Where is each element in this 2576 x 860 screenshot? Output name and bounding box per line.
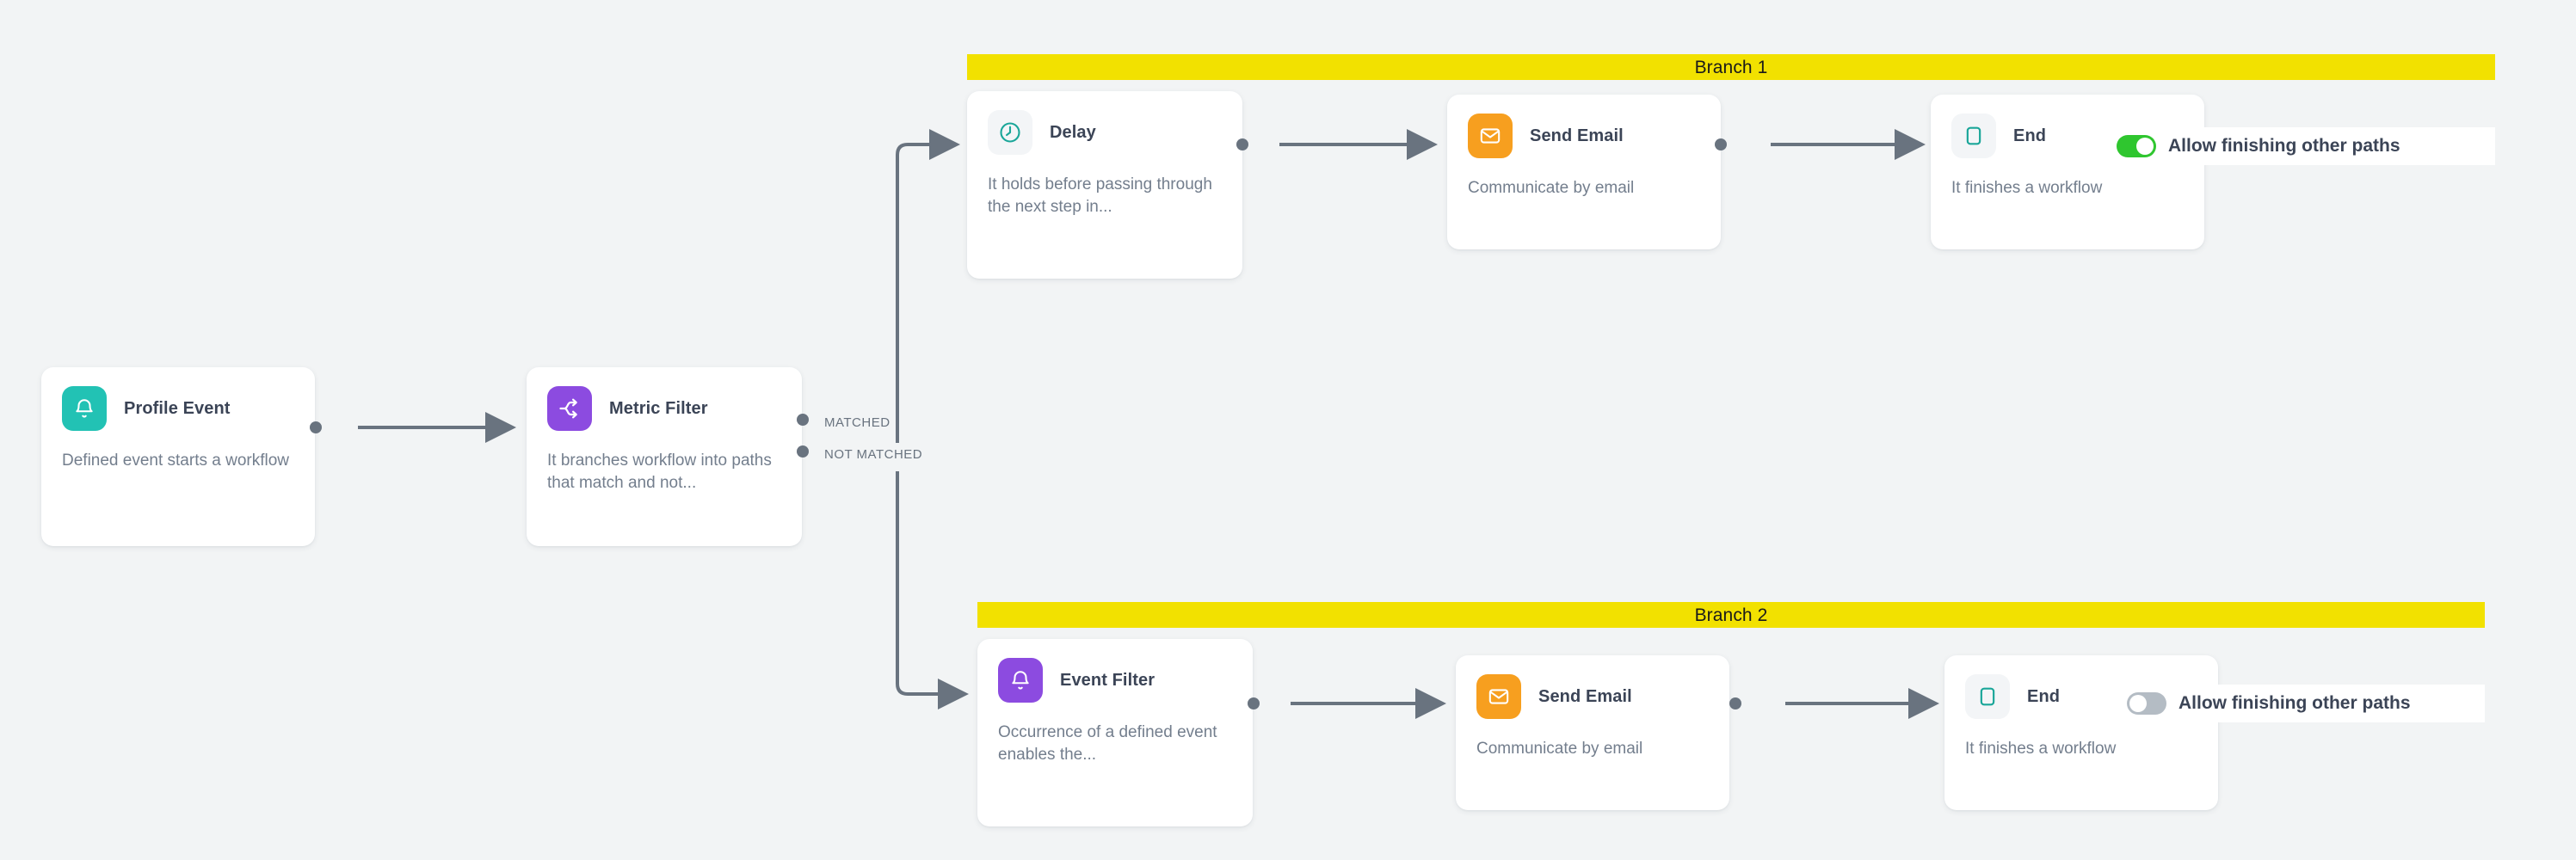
node-title: Event Filter [1060, 670, 1156, 690]
node-header: Event Filter [998, 658, 1232, 703]
allow-finishing-label-1: Allow finishing other paths [2168, 136, 2400, 156]
node-title: Metric Filter [609, 398, 708, 418]
node-header: Send Email [1468, 114, 1700, 158]
node-title: Send Email [1530, 126, 1624, 145]
allow-finishing-toggle-2[interactable] [2127, 692, 2166, 715]
node-description: It finishes a workflow [1951, 179, 2103, 197]
node-header: End [1965, 674, 2197, 719]
node-header: Delay [988, 110, 1222, 155]
port-send-email-2-out[interactable] [1729, 697, 1741, 710]
branch-banner-1: Branch 1 [967, 54, 2495, 80]
envelope-icon [1476, 674, 1521, 719]
port-delay-out[interactable] [1236, 138, 1248, 150]
allow-finishing-toggle-1[interactable] [2117, 135, 2156, 157]
toggle-knob [2129, 695, 2147, 712]
node-description: Occurrence of a defined event enables th… [998, 723, 1217, 764]
branch-split-icon [547, 386, 592, 431]
node-description: Communicate by email [1476, 740, 1643, 758]
toggle-knob [2136, 138, 2154, 155]
node-send-email-1[interactable]: Send Email Communicate by email [1447, 95, 1721, 249]
bell-icon [998, 658, 1043, 703]
node-title: Send Email [1538, 686, 1632, 706]
node-title: Profile Event [124, 398, 231, 418]
node-header: End [1951, 114, 2184, 158]
allow-finishing-other-paths-row-1: Allow finishing other paths [2117, 127, 2495, 165]
envelope-icon [1468, 114, 1513, 158]
node-description: Defined event starts a workflow [62, 452, 290, 470]
node-metric-filter[interactable]: Metric Filter It branches workflow into … [527, 367, 802, 546]
stop-square-icon [1951, 114, 1996, 158]
port-metric-filter-matched[interactable] [797, 414, 809, 426]
node-description: It holds before passing through the next… [988, 175, 1212, 216]
branch-1-label: Branch 1 [1694, 57, 1768, 77]
wire-matched-to-delay [896, 129, 960, 443]
port-send-email-1-out[interactable] [1715, 138, 1727, 150]
node-event-filter[interactable]: Event Filter Occurrence of a defined eve… [977, 639, 1253, 826]
node-title: End [2013, 126, 2047, 145]
allow-finishing-other-paths-row-2: Allow finishing other paths [2127, 685, 2485, 722]
node-title: Delay [1050, 122, 1096, 142]
node-end-2[interactable]: End It finishes a workflow [1944, 655, 2218, 810]
node-title: End [2027, 686, 2061, 706]
allow-finishing-label-2: Allow finishing other paths [2179, 693, 2411, 713]
port-label-not-matched: NOT MATCHED [824, 447, 923, 462]
clock-icon [988, 110, 1032, 155]
branch-2-label: Branch 2 [1694, 605, 1768, 625]
node-delay[interactable]: Delay It holds before passing through th… [967, 91, 1242, 279]
node-header: Metric Filter [547, 386, 781, 431]
node-header: Send Email [1476, 674, 1709, 719]
node-header: Profile Event [62, 386, 294, 431]
node-send-email-2[interactable]: Send Email Communicate by email [1456, 655, 1729, 810]
port-metric-filter-not-matched[interactable] [797, 445, 809, 458]
branch-banner-2: Branch 2 [977, 602, 2485, 628]
wire-notmatched-to-eventfilter [896, 471, 969, 710]
node-description: It branches workflow into paths that mat… [547, 452, 772, 492]
node-description: It finishes a workflow [1965, 740, 2117, 758]
port-label-matched: MATCHED [824, 415, 891, 430]
stop-square-icon [1965, 674, 2010, 719]
node-description: Communicate by email [1468, 179, 1635, 197]
bell-icon [62, 386, 107, 431]
port-profile-event-out[interactable] [310, 421, 322, 433]
node-profile-event[interactable]: Profile Event Defined event starts a wor… [41, 367, 315, 546]
node-end-1[interactable]: End It finishes a workflow [1931, 95, 2204, 249]
port-event-filter-out[interactable] [1248, 697, 1260, 710]
